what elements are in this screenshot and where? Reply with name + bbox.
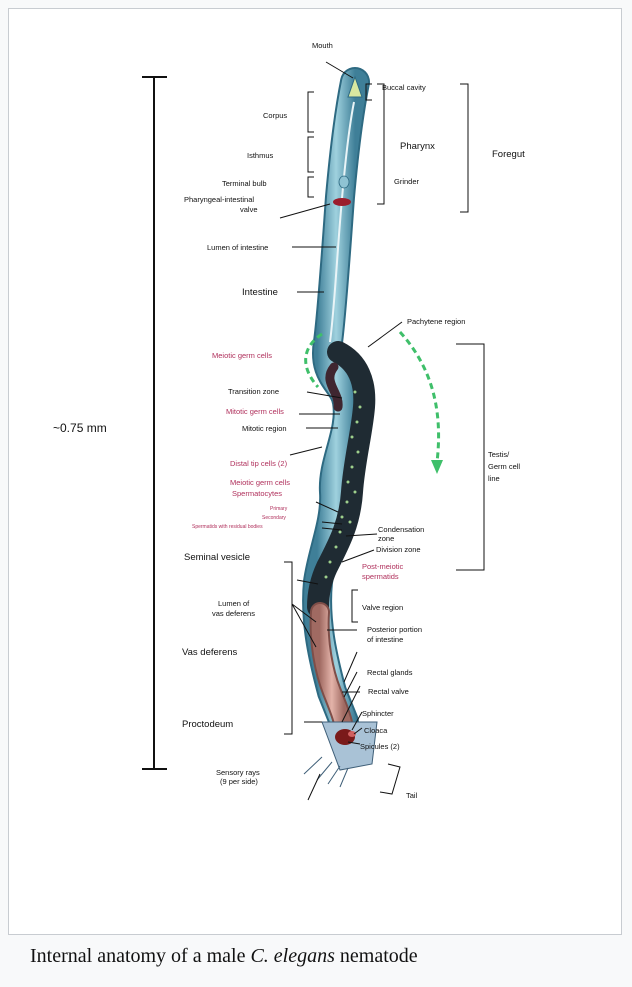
label-lumen-intestine: Lumen of intestine (207, 243, 268, 252)
label-rectal-valve: Rectal valve (368, 687, 409, 696)
label-primary: Primary (270, 506, 288, 512)
label-foregut: Foregut (492, 149, 525, 160)
label-sphincter: Sphincter (362, 709, 394, 718)
label-pharynx: Pharynx (400, 141, 435, 152)
label-testis-3: line (488, 474, 500, 483)
anatomy-diagram: ~0.75 mm (22, 22, 610, 927)
label-division-zone: Division zone (376, 545, 421, 554)
label-pharyngeal-valve-2: valve (240, 205, 258, 214)
label-post-meiotic-2: spermatids (362, 572, 399, 581)
label-rectal-glands: Rectal glands (367, 668, 413, 677)
label-spermatocytes: Spermatocytes (232, 489, 282, 498)
label-condensation-2: zone (378, 534, 394, 543)
label-intestine: Intestine (242, 287, 278, 298)
label-condensation: Condensation (378, 525, 424, 534)
label-tail: Tail (406, 791, 418, 800)
label-mouth: Mouth (312, 41, 333, 50)
label-seminal-vesicle: Seminal vesicle (184, 552, 250, 563)
label-proctodeum: Proctodeum (182, 719, 233, 730)
label-pharyngeal-valve: Pharyngeal-intestinal (184, 195, 254, 204)
label-terminal-bulb: Terminal bulb (222, 179, 267, 188)
label-transition-zone: Transition zone (228, 387, 279, 396)
anatomy-figure[interactable]: ~0.75 mm (22, 22, 610, 927)
label-lumen-vas: Lumen of (218, 599, 250, 608)
label-post-meiotic: Post-meiotic (362, 562, 404, 571)
caption-species: C. elegans (250, 945, 334, 967)
caption-prefix: Internal anatomy of a male (30, 945, 250, 967)
scale-bar: ~0.75 mm (53, 77, 167, 769)
label-lumen-vas-2: vas deferens (212, 609, 255, 618)
label-buccal-cavity: Buccal cavity (382, 83, 426, 92)
figure-caption: Internal anatomy of a male C. elegans ne… (30, 944, 620, 968)
label-spermatids-bodies: Spermatids with residual bodies (192, 524, 263, 530)
caption-suffix: nematode (335, 945, 418, 967)
arrow-head (431, 460, 443, 474)
label-sensory-rays: Sensory rays (216, 768, 260, 777)
label-pachytene: Pachytene region (407, 317, 465, 326)
label-mitotic-germ: Mitotic germ cells (226, 407, 284, 416)
scale-label: ~0.75 mm (53, 421, 107, 435)
label-corpus: Corpus (263, 111, 287, 120)
label-grinder: Grinder (394, 177, 420, 186)
label-meiotic-germ: Meiotic germ cells (212, 351, 272, 360)
label-testis-2: Germ cell (488, 462, 520, 471)
label-vas-deferens: Vas deferens (182, 647, 238, 658)
label-cloaca: Cloaca (364, 726, 388, 735)
label-sensory-rays-2: (9 per side) (220, 777, 258, 786)
label-distal-tip: Distal tip cells (2) (230, 459, 288, 468)
label-testis: Testis/ (488, 450, 510, 459)
label-spicules: Spicules (2) (360, 742, 400, 751)
label-isthmus: Isthmus (247, 151, 274, 160)
label-valve-region: Valve region (362, 603, 403, 612)
label-mitotic-region: Mitotic region (242, 424, 287, 433)
label-posterior: Posterior portion (367, 625, 422, 634)
label-secondary: Secondary (262, 515, 286, 521)
label-meiotic-germ-2: Meiotic germ cells (230, 478, 290, 487)
label-posterior-2: of intestine (367, 635, 403, 644)
